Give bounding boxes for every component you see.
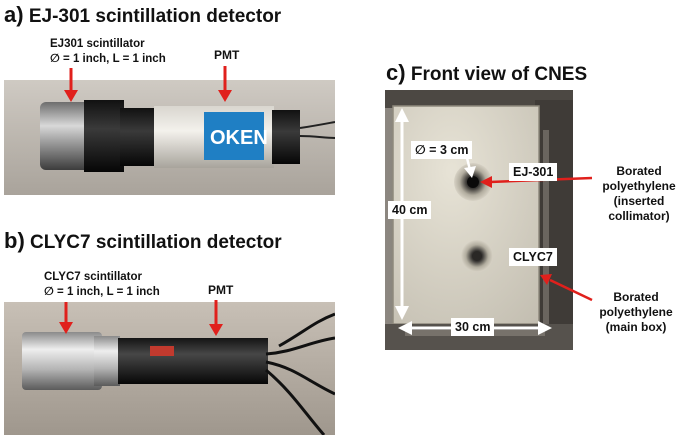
ej301-pmt-label: PMT	[214, 48, 240, 62]
clyc7-pmt-label: PMT	[208, 283, 234, 297]
clyc7-scintillator-name: CLYC7 scintillator	[44, 271, 142, 283]
panel-a-title-text: EJ-301 scintillation detector	[28, 6, 282, 27]
width-label-box: 30 cm	[451, 318, 495, 336]
hole-diameter-label-box: ∅ = 3 cm	[411, 141, 473, 159]
panel-b-title-text: CLYC7 scintillation detector	[30, 232, 282, 253]
hole-diameter-label: ∅ = 3 cm	[411, 141, 473, 159]
clyc7-plate-label-box: CLYC7	[509, 248, 557, 266]
panel-c-title-text: Front view of CNES	[410, 64, 588, 85]
panel-c-title: c) Front view of CNES	[386, 60, 587, 86]
collimator-label-line-4: collimator)	[608, 209, 670, 223]
clyc7-scintillator-label: CLYC7 scintillator ∅ = 1 inch, L = 1 inc…	[44, 270, 160, 300]
panel-a-arrows	[64, 66, 232, 102]
panel-c-letter: c)	[386, 60, 406, 85]
panel-b-title: b) CLYC7 scintillation detector	[4, 228, 282, 254]
mainbox-label: Borated polyethylene (main box)	[590, 290, 682, 335]
height-label-box: 40 cm	[388, 201, 432, 219]
panel-b-letter: b)	[4, 228, 25, 253]
clyc7-plate-label: CLYC7	[509, 248, 557, 266]
ej301-plate-label: EJ-301	[509, 163, 558, 181]
collimator-label-line-3: (inserted	[613, 194, 665, 208]
ej301-plate-label-box: EJ-301	[509, 163, 558, 181]
panel-a-letter: a)	[4, 2, 24, 27]
ej301-pmt-blue-label	[204, 112, 264, 160]
mainbox-label-line-1: Borated	[613, 290, 659, 304]
ej301-scintillator-dims: ∅ = 1 inch, L = 1 inch	[50, 53, 166, 65]
ej301-scintillator-name: EJ301 scintillator	[50, 38, 145, 50]
clyc7-scintillator-dims: ∅ = 1 inch, L = 1 inch	[44, 286, 160, 298]
ej301-tube-text: OKEN	[210, 127, 268, 149]
panel-b-arrows	[59, 300, 223, 336]
ej301-detector-photo: OKEN	[4, 80, 335, 195]
panel-a-title: a) EJ-301 scintillation detector	[4, 2, 281, 28]
mainbox-label-line-3: (main box)	[605, 320, 667, 334]
collimator-label-line-1: Borated	[616, 164, 662, 178]
width-label: 30 cm	[451, 318, 495, 336]
height-label: 40 cm	[388, 201, 432, 219]
ej301-scintillator-label: EJ301 scintillator ∅ = 1 inch, L = 1 inc…	[50, 37, 166, 67]
mainbox-label-line-2: polyethylene	[599, 305, 673, 319]
collimator-label-line-2: polyethylene	[602, 179, 676, 193]
collimator-label: Borated polyethylene (inserted collimato…	[595, 164, 683, 224]
clyc7-detector-photo	[4, 302, 335, 435]
